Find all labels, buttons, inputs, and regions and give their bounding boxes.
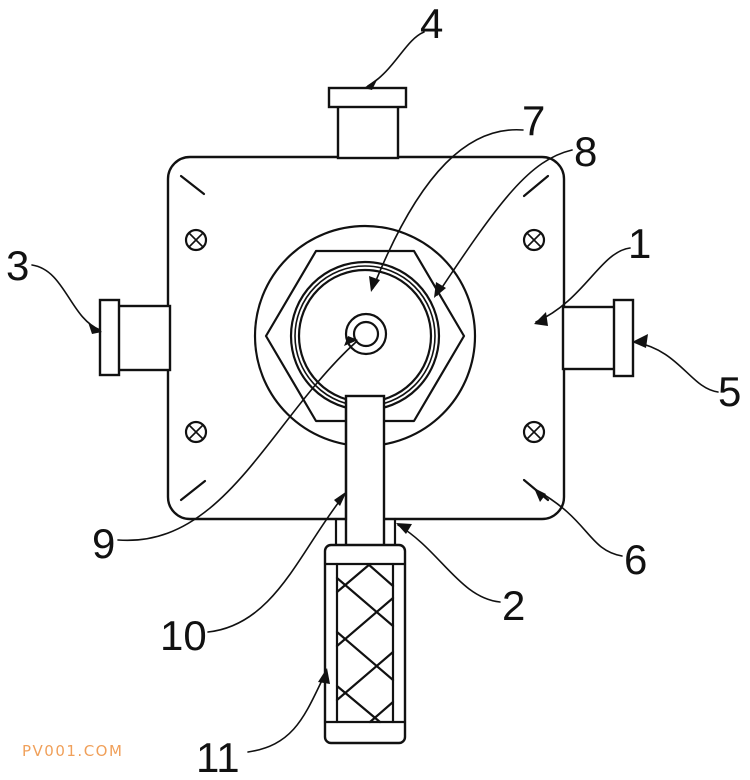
knurled-grip	[323, 543, 407, 745]
part-labels: 4 7 8 1 3 5 9 6 2 10 11	[6, 0, 741, 780]
left-connector	[98, 298, 172, 377]
arrowhead-11	[318, 668, 330, 684]
arrowhead-1	[534, 312, 548, 326]
label-11: 11	[196, 734, 240, 780]
leader-7	[372, 129, 524, 289]
label-5: 5	[718, 368, 741, 415]
handle-lever	[344, 394, 386, 550]
leader-6	[535, 489, 623, 557]
label-6: 6	[624, 536, 647, 583]
handle-base	[334, 517, 397, 548]
arrowhead-9	[344, 336, 358, 346]
label-9: 9	[92, 520, 115, 567]
leader-4	[367, 31, 425, 87]
leader-5	[633, 341, 719, 393]
corner-screws	[184, 228, 546, 444]
watermark: PV001.COM	[22, 742, 124, 760]
right-connector	[561, 298, 635, 378]
leader-lines	[31, 31, 719, 753]
shaft-inner	[352, 320, 380, 348]
leader-11	[247, 671, 327, 753]
corner-slot-bottom-left	[179, 479, 207, 502]
hex-nut	[264, 249, 466, 423]
arrowhead-8	[434, 282, 446, 298]
arrowhead-3	[88, 322, 102, 334]
label-1: 1	[628, 220, 651, 267]
arrowheads	[88, 78, 648, 684]
screw-top-right	[522, 228, 546, 252]
leader-9	[117, 341, 357, 541]
arrowhead-4	[364, 78, 378, 90]
label-7: 7	[522, 97, 545, 144]
label-4: 4	[420, 0, 443, 47]
corner-slot-top-left	[179, 174, 206, 196]
label-2: 2	[502, 582, 525, 629]
shaft-outer	[344, 312, 388, 356]
arrowhead-5	[632, 334, 648, 348]
leader-1	[535, 247, 631, 323]
screw-bottom-right	[522, 420, 546, 444]
leader-10	[207, 493, 346, 633]
corner-slot-top-right	[522, 174, 550, 198]
label-3: 3	[6, 242, 29, 289]
leader-2	[397, 524, 501, 603]
screw-top-left	[184, 228, 208, 252]
leader-8	[436, 149, 573, 296]
arrowhead-7	[369, 276, 380, 292]
top-connector	[327, 86, 408, 160]
leader-3	[31, 264, 101, 331]
grip-knurling	[335, 562, 395, 724]
label-10: 10	[160, 612, 207, 659]
arrowhead-2	[396, 523, 412, 534]
arrowhead-10	[334, 491, 347, 506]
screw-bottom-left	[184, 420, 208, 444]
label-8: 8	[574, 128, 597, 175]
arrowhead-6	[534, 488, 546, 502]
